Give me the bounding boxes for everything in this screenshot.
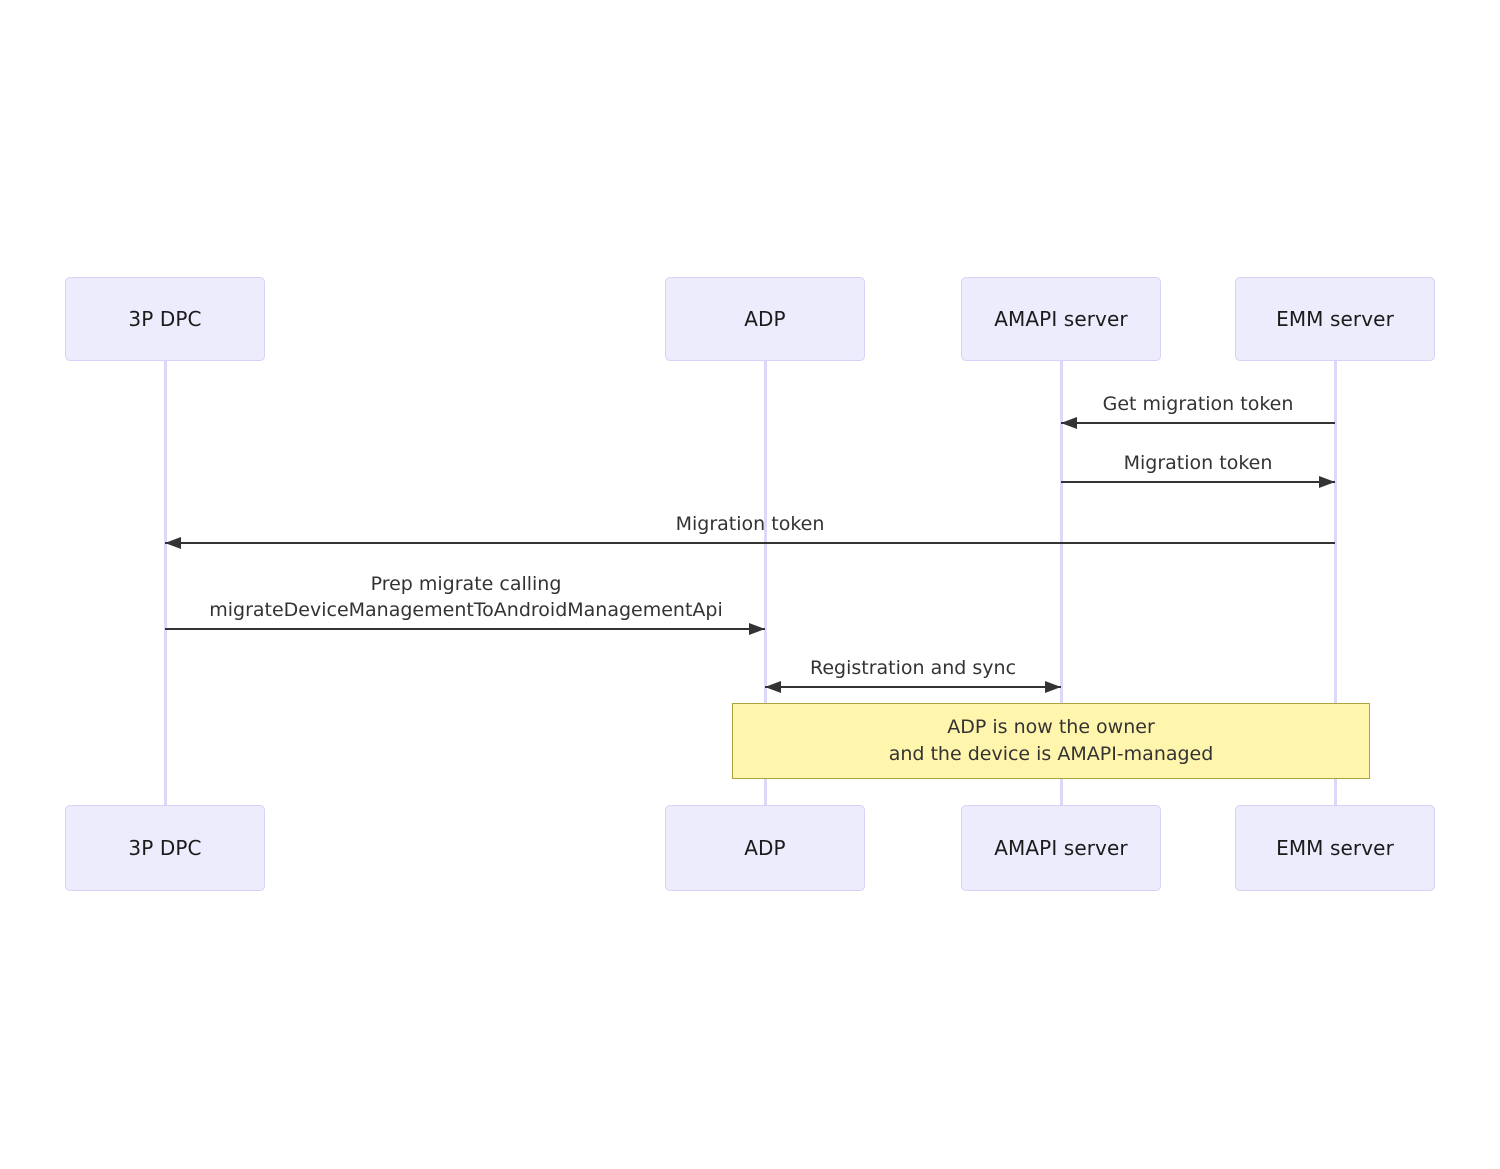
note-line-2: and the device is AMAPI-managed bbox=[888, 743, 1214, 765]
message-arrow-registration-and-sync bbox=[765, 681, 1061, 693]
lifeline-amapi-server bbox=[1059, 361, 1063, 806]
participant-box-top-emm-server[interactable]: EMM server bbox=[1235, 277, 1435, 361]
lifeline-adp bbox=[763, 361, 767, 806]
participant-label: 3P DPC bbox=[128, 307, 202, 331]
participant-box-top-adp[interactable]: ADP bbox=[665, 277, 865, 361]
message-label-registration-and-sync: Registration and sync bbox=[809, 657, 1017, 679]
participant-label: 3P DPC bbox=[128, 836, 202, 860]
participant-label: AMAPI server bbox=[994, 836, 1128, 860]
participant-box-bottom-emm-server[interactable]: EMM server bbox=[1235, 805, 1435, 891]
participant-label: ADP bbox=[744, 307, 786, 331]
message-label-migration-token-amapi-emm: Migration token bbox=[1123, 452, 1273, 474]
note-line-1: ADP is now the owner bbox=[947, 716, 1155, 738]
message-label-prep-migrate: Prep migrate calling migrateDeviceManage… bbox=[209, 571, 723, 623]
message-label-get-migration-token: Get migration token bbox=[1102, 393, 1294, 415]
message-arrow-migration-token-amapi-emm bbox=[1061, 476, 1335, 488]
message-arrow-prep-migrate bbox=[165, 623, 765, 635]
participant-box-bottom-adp[interactable]: ADP bbox=[665, 805, 865, 891]
participant-label: ADP bbox=[744, 836, 786, 860]
participant-box-bottom-amapi-server[interactable]: AMAPI server bbox=[961, 805, 1161, 891]
note-adp-owner: ADP is now the owner and the device is A… bbox=[732, 703, 1370, 779]
participant-box-top-3p-dpc[interactable]: 3P DPC bbox=[65, 277, 265, 361]
lifeline-3p-dpc bbox=[163, 361, 167, 806]
participant-label: EMM server bbox=[1276, 307, 1394, 331]
participant-box-bottom-3p-dpc[interactable]: 3P DPC bbox=[65, 805, 265, 891]
message-label-line2: migrateDeviceManagementToAndroidManageme… bbox=[209, 599, 723, 621]
message-label-migration-token-emm-dpc: Migration token bbox=[675, 513, 825, 535]
message-label-line1: Prep migrate calling bbox=[370, 573, 562, 595]
participant-label: EMM server bbox=[1276, 836, 1394, 860]
participant-box-top-amapi-server[interactable]: AMAPI server bbox=[961, 277, 1161, 361]
lifeline-emm-server bbox=[1333, 361, 1337, 806]
message-arrow-get-migration-token bbox=[1061, 417, 1335, 429]
participant-label: AMAPI server bbox=[994, 307, 1128, 331]
message-arrow-migration-token-emm-dpc bbox=[165, 537, 1335, 549]
